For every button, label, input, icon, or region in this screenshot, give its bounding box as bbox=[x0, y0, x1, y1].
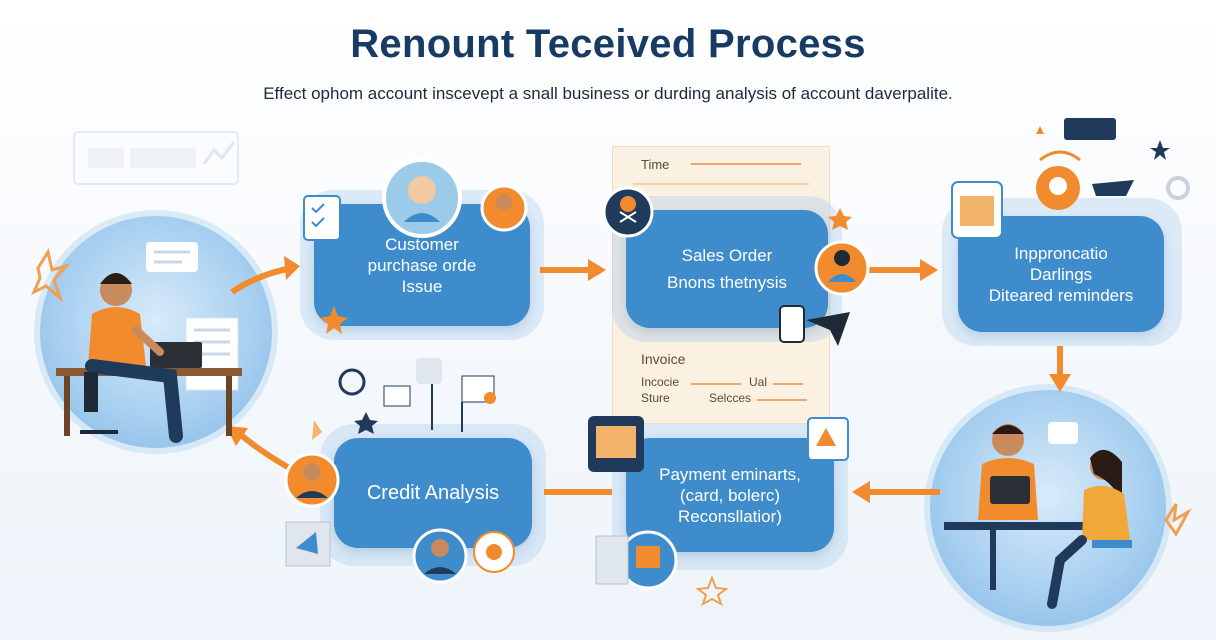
doc-line bbox=[633, 183, 809, 185]
gear-icon bbox=[338, 368, 366, 396]
doc-row1-right: Ual bbox=[749, 375, 768, 389]
chair bbox=[84, 372, 98, 412]
doc-top-label: Time bbox=[641, 157, 670, 172]
star-icon bbox=[695, 575, 729, 607]
doc-row1-left: Incocie bbox=[641, 375, 680, 389]
analyst-legs bbox=[85, 359, 183, 443]
step-text: Sales Order bbox=[681, 246, 773, 265]
doc-line bbox=[691, 163, 801, 165]
laptop bbox=[990, 476, 1030, 504]
flow-arrows bbox=[226, 256, 1071, 503]
step-text: purchase orde bbox=[367, 255, 477, 275]
star-icon bbox=[31, 248, 71, 303]
diagram-title: Renount Teceived Process bbox=[350, 22, 866, 66]
chair bbox=[1092, 540, 1132, 548]
arrow-head bbox=[284, 256, 300, 280]
card-icon bbox=[383, 385, 411, 407]
star-icon bbox=[354, 412, 378, 434]
arrow-head bbox=[852, 481, 870, 503]
mini-card-icon bbox=[1064, 118, 1116, 140]
faint-chart-bar bbox=[130, 148, 196, 168]
step-invoicing: Inpproncatio Darlings Diteared reminders bbox=[958, 216, 1164, 332]
plane-icon bbox=[806, 312, 850, 346]
step-text: Reconsllatior) bbox=[678, 506, 782, 526]
step-text: Issue bbox=[401, 276, 443, 296]
step-payment: Payment eminarts, (card, bolerc) Reconsl… bbox=[626, 438, 834, 552]
lightning-icon bbox=[1164, 503, 1192, 537]
device-icon bbox=[416, 358, 442, 384]
doc-line bbox=[757, 399, 807, 401]
desk-top bbox=[944, 522, 1114, 530]
faint-chart-line bbox=[202, 141, 236, 165]
star-icon bbox=[1036, 126, 1044, 134]
star-icon bbox=[828, 208, 852, 230]
checklist-icon bbox=[303, 195, 341, 241]
doc-heading: Invoice bbox=[641, 351, 686, 367]
faint-chart-frame bbox=[73, 131, 239, 185]
doc-line bbox=[691, 383, 741, 385]
phone-icon bbox=[779, 305, 805, 343]
laptop bbox=[150, 342, 202, 368]
two-people-at-desk-icon bbox=[944, 422, 1132, 609]
star-icon bbox=[320, 306, 348, 334]
faint-chart-bar bbox=[88, 148, 124, 168]
analyst-at-desk-icon bbox=[56, 242, 242, 443]
server-icon bbox=[595, 535, 629, 585]
airplane-icon bbox=[1092, 180, 1134, 196]
gear-icon bbox=[1166, 176, 1190, 200]
diagram-subtitle: Effect ophom account inscevept a snall b… bbox=[263, 84, 953, 103]
step-text: Credit Analysis bbox=[366, 481, 500, 504]
step-text: Inpproncatio bbox=[1014, 243, 1108, 263]
chat-bubble bbox=[1048, 422, 1078, 444]
step-text: Darlings bbox=[1029, 264, 1093, 284]
step-text: (card, bolerc) bbox=[679, 485, 781, 505]
arrow-head bbox=[1049, 374, 1071, 392]
star-icon bbox=[1150, 140, 1170, 160]
step-text: Customer bbox=[385, 234, 459, 254]
arrow-analyst-to-customer bbox=[230, 265, 293, 295]
doc-row2-left: Sture bbox=[641, 391, 670, 405]
arrow-head bbox=[920, 259, 938, 281]
step-text: Bnons thetnysis bbox=[666, 273, 787, 292]
leaf-icon bbox=[312, 420, 322, 440]
chat-bubble bbox=[146, 242, 198, 272]
avatar bbox=[814, 240, 870, 296]
step-text: Payment eminarts, bbox=[659, 464, 801, 484]
analyst-shirt bbox=[88, 307, 146, 366]
step-text: Diteared reminders bbox=[988, 285, 1134, 305]
doc-row2-right: Selcces bbox=[709, 391, 752, 405]
arrow-head bbox=[588, 259, 606, 281]
doc-line bbox=[773, 383, 803, 385]
